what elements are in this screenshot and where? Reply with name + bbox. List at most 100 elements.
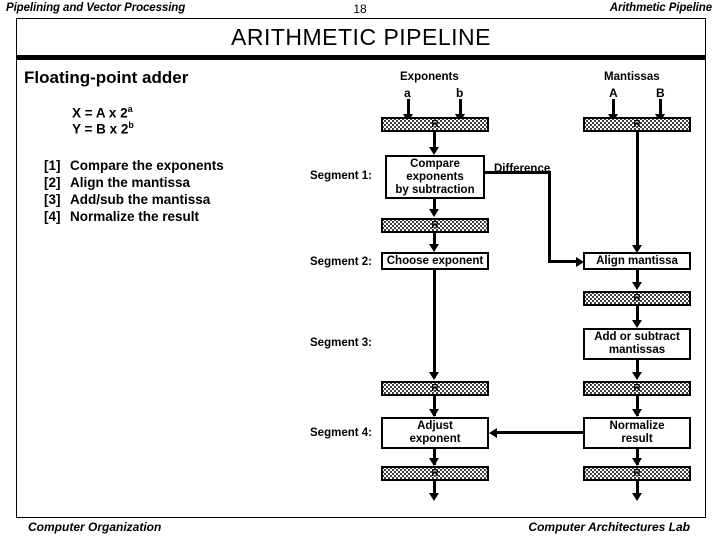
step-item-4: [4] Normalize the result [44,209,199,224]
difference-edge-horizontal-bottom [548,260,580,263]
link-seg3reg-to-adjust-head [429,409,439,417]
input-label-exp-b: b [456,86,464,100]
input-label-man-a: A [609,86,618,100]
footer-left-text: Computer Organization [28,520,162,534]
link-align-to-reg-head [632,282,642,290]
register-label: R [633,468,641,479]
step-text-3: Add/sub the mantissa [70,192,211,207]
column-heading-exponents: Exponents [400,71,459,83]
section-heading: Floating-point adder [24,68,189,87]
step-number-2: [2] [44,175,61,190]
box-normalize-result-line1: Normalize [609,420,665,432]
register-label: R [633,293,641,304]
link-compare-to-reg-line [433,199,436,211]
edge-label-difference: Difference [494,163,551,175]
register-mantissas-input: R [583,117,691,132]
input-arrow-exp-a-line [407,99,410,117]
link-normalize-to-adjust-head [489,428,497,438]
link-seg3reg-to-normalize-head [632,409,642,417]
equation-y: Y = B x 2b [72,120,134,137]
footer-right-text: Computer Architectures Lab [528,520,690,534]
input-label-man-b: B [656,86,665,100]
step-item-2: [2] Align the mantissa [44,175,190,190]
register-label: R [431,119,439,130]
box-compare-exponents[interactable]: Compare exponents by subtraction [385,155,485,199]
register-label: R [633,383,641,394]
segment-label-3: Segment 3: [310,337,372,349]
step-text-4: Normalize the result [70,209,200,224]
box-adjust-exponent-line2: exponent [409,433,461,445]
link-seg3reg-to-normalize-line [636,396,639,416]
link-compare-to-reg-head [429,209,439,217]
step-number-4: [4] [44,209,61,224]
register-label: R [431,220,439,231]
link-choose-to-seg3-reg-head [429,372,439,380]
box-choose-exponent-label: Choose exponent [386,254,484,267]
link-normalize-to-reg-head [632,458,642,466]
input-arrow-man-b-line [659,99,662,117]
step-text-1: Compare the exponents [70,158,224,173]
step-number-1: [1] [44,158,61,173]
step-number-3: [3] [44,192,61,207]
link-addsub-to-reg-line [636,360,639,376]
box-compare-exponents-line1: Compare [410,157,460,170]
register-label: R [431,383,439,394]
register-exponents-input: R [381,117,489,132]
link-exp-reg-to-compare-head [429,147,439,155]
register-segment4-mantissa: R [583,466,691,481]
link-adjust-to-reg-head [429,458,439,466]
link-exp-reg-to-compare-line [433,132,436,150]
box-align-mantissa-label: Align mantissa [596,254,678,267]
title-divider [16,55,706,60]
box-adjust-exponent-line1: Adjust [417,420,453,432]
output-arrow-mantissa-line [636,481,639,497]
output-arrow-exponent-head [429,493,439,501]
box-choose-exponent[interactable]: Choose exponent [381,252,489,270]
segment-label-2: Segment 2: [310,256,372,268]
link-man-reg-to-align-line [636,132,639,250]
output-arrow-exponent-line [433,481,436,497]
header-left-text: Pipelining and Vector Processing [6,2,186,14]
difference-edge-horizontal-top [485,171,551,174]
page-title: ARITHMETIC PIPELINE [231,24,491,50]
link-adjust-to-reg-line [433,449,436,465]
difference-edge-vertical [548,171,551,262]
input-arrow-man-a-line [612,99,615,117]
link-choose-to-seg3-reg-line [433,270,436,378]
box-adjust-exponent[interactable]: Adjust exponent [381,417,489,449]
header-right-text: Arithmetic Pipeline [609,2,712,14]
segment-label-1: Segment 1: [310,170,372,182]
register-label: R [633,119,641,130]
register-label: R [431,468,439,479]
box-add-or-subtract-line1: Add or subtract [594,331,680,343]
equation-x: X = A x 2a [72,104,133,121]
equation-x-lhs: X = A x 2 [72,105,128,121]
equation-y-lhs: Y = B x 2 [72,121,129,137]
link-man-reg-to-align-head [632,245,642,253]
link-reg-to-addsub-head [632,320,642,328]
box-compare-exponents-line3: by subtraction [395,183,475,196]
box-add-or-subtract-line2: mantissas [608,344,666,356]
link-addsub-to-reg-head [632,372,642,380]
box-compare-exponents-line2: exponents [406,170,464,183]
link-reg-to-addsub-line [636,306,639,324]
link-align-to-reg-line [636,270,639,287]
step-text-2: Align the mantissa [70,175,191,190]
box-add-or-subtract-mantissas[interactable]: Add or subtract mantissas [583,328,691,360]
slide-frame [16,18,706,518]
link-seg3reg-to-adjust-line [433,396,436,416]
equation-x-exponent: a [127,104,133,114]
step-item-3: [3] Add/sub the mantissa [44,192,210,207]
input-arrow-exp-b-line [459,99,462,117]
register-segment1-exponent: R [381,218,489,233]
equation-y-exponent: b [128,120,134,130]
register-segment3-exponent: R [381,381,489,396]
page-number: 18 [353,2,367,16]
box-normalize-result[interactable]: Normalize result [583,417,691,449]
box-align-mantissa[interactable]: Align mantissa [583,252,691,270]
link-reg-to-choose-head [429,244,439,252]
output-arrow-mantissa-head [632,493,642,501]
difference-edge-arrow-head [576,257,584,267]
input-label-exp-a: a [404,86,411,100]
link-reg-to-choose-line [433,233,436,247]
